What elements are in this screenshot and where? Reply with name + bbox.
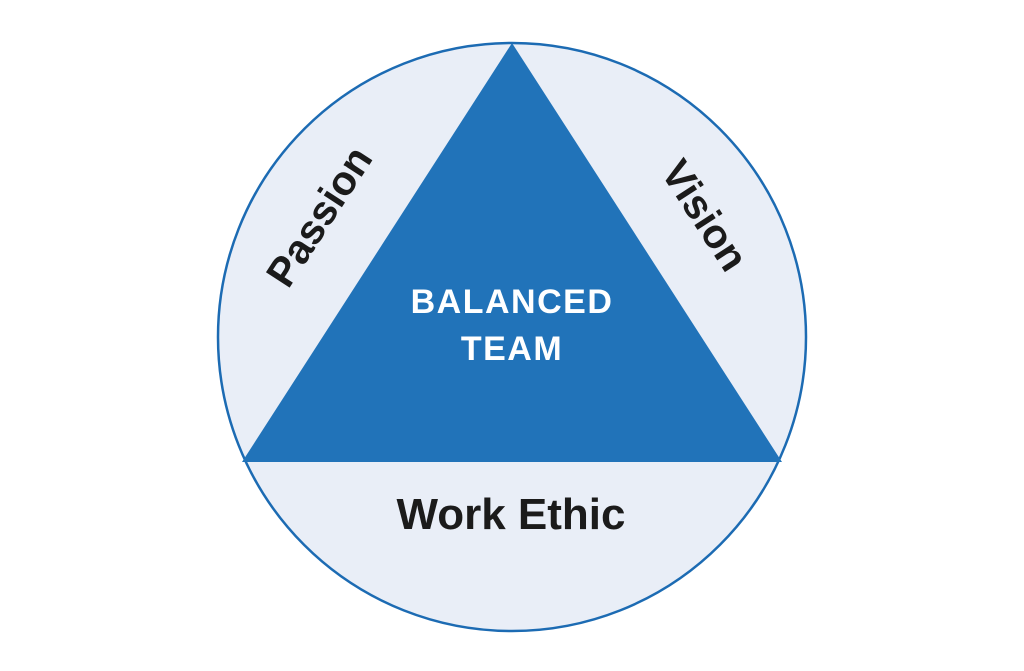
center-label-line1: BALANCED xyxy=(411,283,614,321)
balance-triangle xyxy=(242,43,782,462)
edge-label-work-ethic: Work Ethic xyxy=(396,490,625,539)
center-label-line2: TEAM xyxy=(461,330,563,368)
